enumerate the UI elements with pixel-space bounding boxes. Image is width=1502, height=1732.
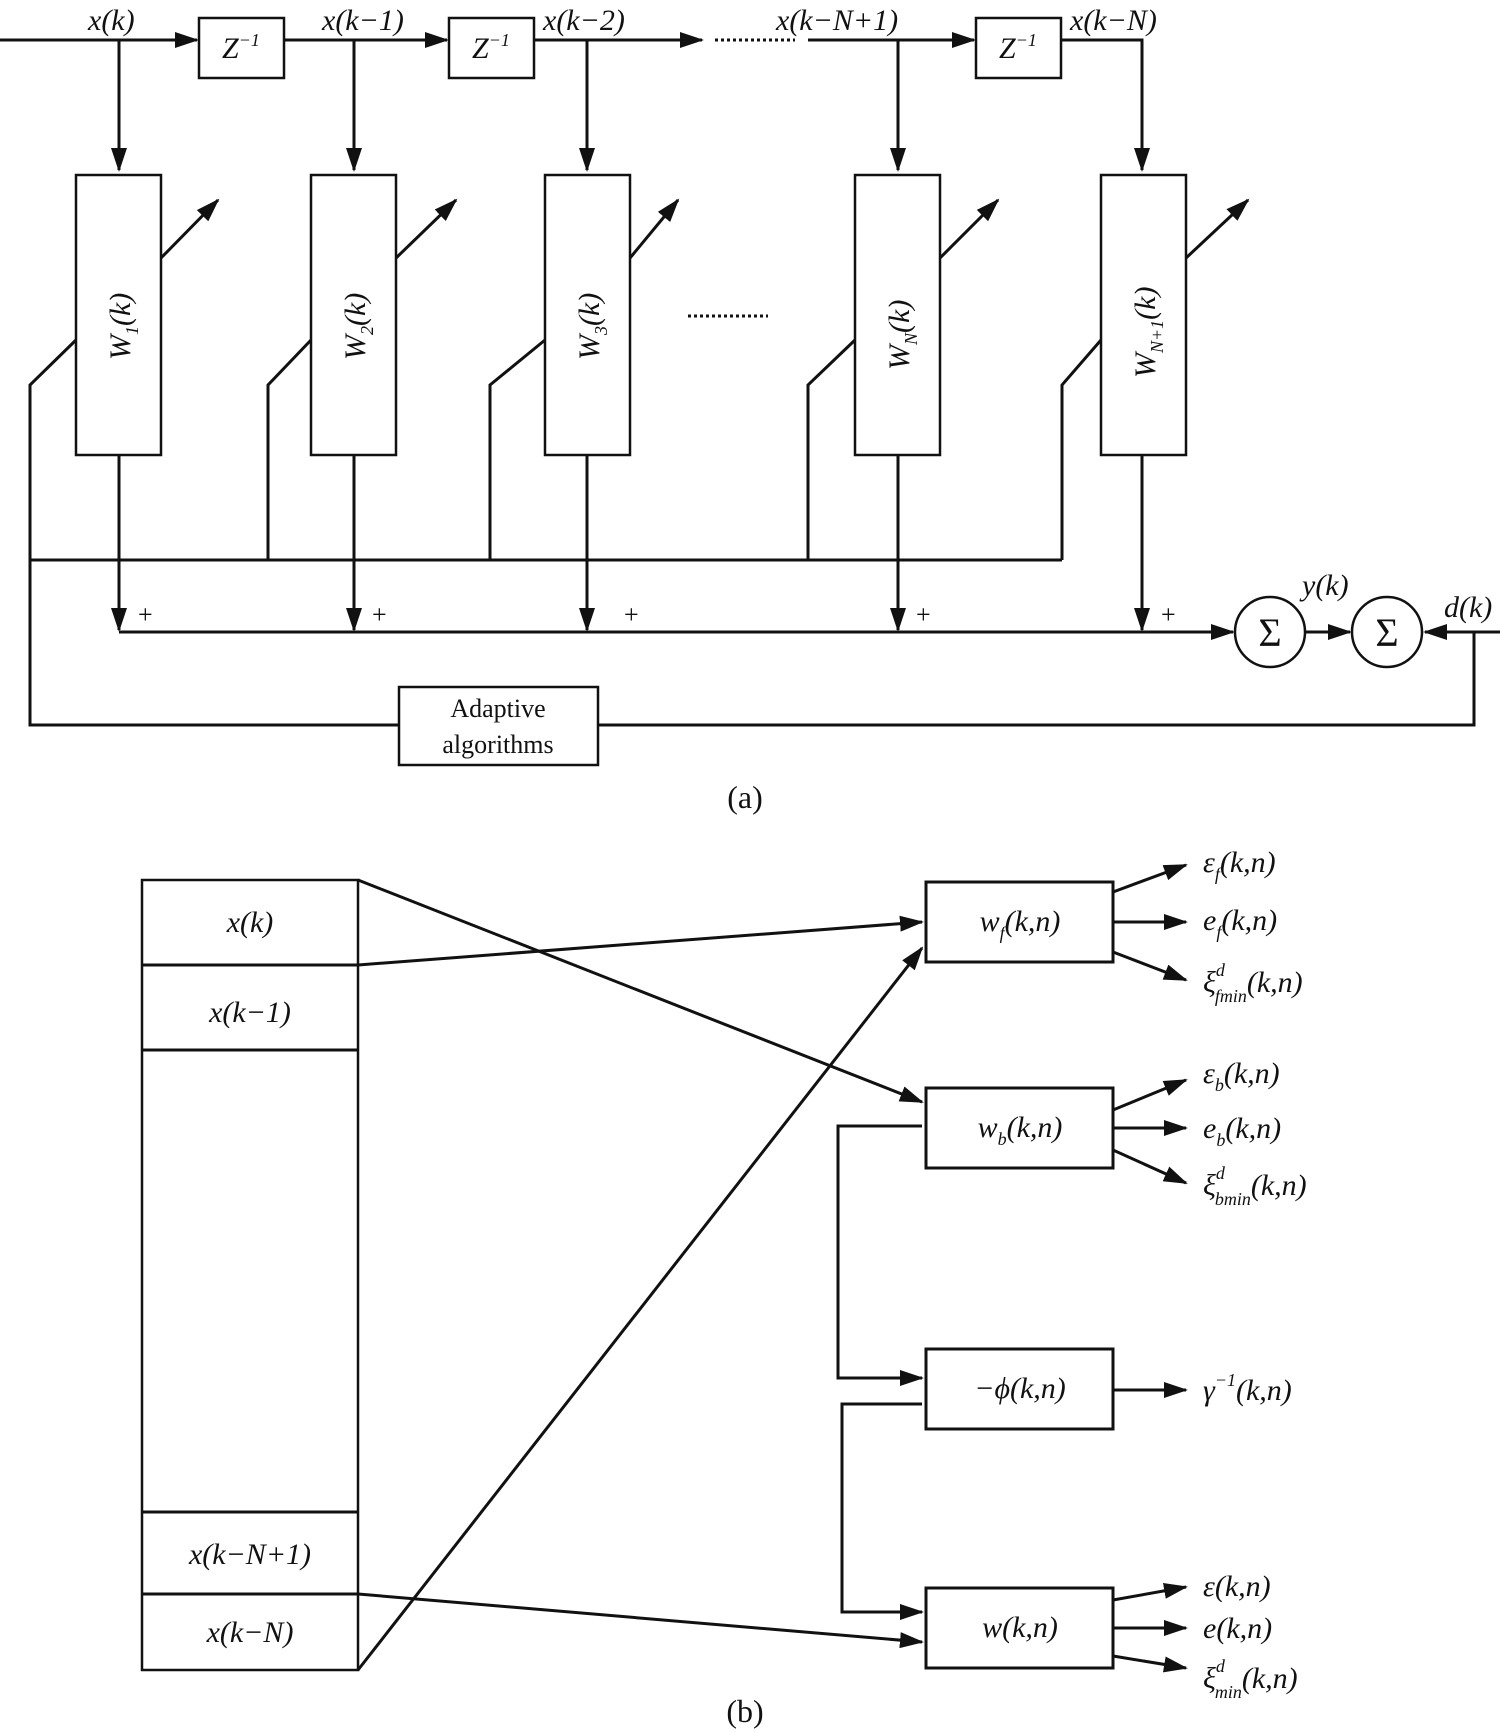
adaptive-label-line1: Adaptive bbox=[450, 694, 545, 723]
link-xkn-to-joint bbox=[357, 1592, 924, 1649]
weight-box-1 bbox=[74, 173, 163, 457]
register-cell-0: x(k) bbox=[226, 906, 274, 939]
adaptive-algorithms-box bbox=[397, 685, 600, 767]
forward-predictor-label: wf(k,n) bbox=[980, 905, 1061, 943]
feed-line-3 bbox=[488, 338, 546, 560]
adaptive-label-line2: algorithms bbox=[442, 730, 553, 759]
forward-out-arrow-1 bbox=[1112, 863, 1188, 894]
weight-label-n: WN(k) bbox=[883, 300, 921, 370]
part-a-transversal-filter: Z−1 Z−1 Z−1 x(k) x(k−1) x(k−2) x(k−N+1) … bbox=[0, 4, 1500, 815]
plus-1: + bbox=[138, 600, 153, 629]
weight-label-3: W3(k) bbox=[573, 293, 611, 360]
plus-2: + bbox=[372, 600, 387, 629]
register-cell-n: x(k−N) bbox=[206, 1616, 294, 1649]
delay-label-2: Z−1 bbox=[472, 30, 510, 65]
forward-out-e: ef(k,n) bbox=[1203, 904, 1277, 942]
feedback-loop bbox=[28, 560, 1476, 727]
adjust-arrow-1 bbox=[159, 198, 220, 260]
sum-symbol-1: Σ bbox=[1258, 610, 1281, 655]
weight-label-2: W2(k) bbox=[339, 293, 377, 360]
feed-line-n1 bbox=[1060, 339, 1103, 560]
bus-backward-phi bbox=[836, 1124, 924, 1386]
delay-label-3: Z−1 bbox=[999, 30, 1037, 65]
feed-line-1 bbox=[28, 338, 78, 560]
joint-out-arrow-1 bbox=[1112, 1582, 1188, 1602]
forward-out-arrow-3 bbox=[1112, 950, 1188, 982]
tap-label-0: x(k) bbox=[87, 4, 135, 37]
joint-process-label: w(k,n) bbox=[982, 1611, 1058, 1644]
sum-symbol-2: Σ bbox=[1375, 610, 1398, 655]
plus-n: + bbox=[916, 600, 931, 629]
backward-out-arrow-1 bbox=[1112, 1078, 1188, 1112]
joint-out-arrow-3 bbox=[1112, 1654, 1188, 1673]
register-cell-n1: x(k−N+1) bbox=[188, 1538, 311, 1571]
forward-out-epsilon: εf(k,n) bbox=[1203, 846, 1276, 884]
backward-out-epsilon: εb(k,n) bbox=[1203, 1057, 1280, 1095]
phi-label: −ϕ(k,n) bbox=[974, 1372, 1066, 1405]
weight-label-1: W1(k) bbox=[104, 293, 142, 360]
delay-box-3 bbox=[974, 16, 1063, 80]
desired-label: d(k) bbox=[1444, 591, 1492, 624]
sum-node-2 bbox=[1350, 595, 1424, 669]
adjust-arrow-2 bbox=[394, 198, 458, 260]
tap-label-1: x(k−1) bbox=[321, 4, 404, 37]
adjust-arrow-n bbox=[938, 198, 1000, 260]
weight-box-n bbox=[853, 173, 942, 457]
feed-line-2 bbox=[266, 338, 313, 560]
tap-label-2: x(k−2) bbox=[542, 4, 625, 37]
delay-label-1: Z−1 bbox=[222, 30, 260, 65]
delay-line-4 bbox=[1061, 38, 1150, 172]
forward-predictor-box bbox=[924, 880, 1115, 964]
plus-n1: + bbox=[1161, 600, 1176, 629]
backward-out-e: eb(k,n) bbox=[1203, 1112, 1281, 1150]
plus-3: + bbox=[624, 600, 639, 629]
tap-label-3: x(k−N+1) bbox=[775, 4, 898, 37]
weight-box-2 bbox=[309, 173, 398, 457]
phi-out-gamma: γ−1(k,n) bbox=[1203, 1370, 1292, 1407]
backward-out-arrow-3 bbox=[1112, 1148, 1188, 1185]
caption-a: (a) bbox=[727, 779, 763, 815]
register-cell-1: x(k−1) bbox=[208, 996, 291, 1029]
output-label: y(k) bbox=[1299, 569, 1349, 602]
tap-label-4: x(k−N) bbox=[1069, 4, 1157, 37]
joint-process-box bbox=[924, 1586, 1115, 1670]
register-column bbox=[140, 878, 360, 1672]
backward-predictor-label: wb(k,n) bbox=[978, 1111, 1063, 1149]
link-xkn-to-forward bbox=[356, 946, 924, 1671]
bus-phi-joint bbox=[840, 1402, 924, 1620]
delay-box-2 bbox=[447, 16, 536, 80]
feed-line-n bbox=[806, 338, 857, 560]
caption-b: (b) bbox=[726, 1693, 763, 1729]
phi-box bbox=[924, 1347, 1115, 1431]
delay-box-1 bbox=[197, 16, 286, 80]
adjust-arrow-n1 bbox=[1184, 198, 1250, 260]
weight-box-n1 bbox=[1099, 173, 1188, 457]
adjust-arrow-3 bbox=[628, 198, 680, 259]
link-xk-to-forward bbox=[357, 915, 924, 967]
backward-predictor-box bbox=[924, 1086, 1115, 1170]
weight-label-n1: WN+1(k) bbox=[1129, 287, 1167, 378]
link-xk-to-backward bbox=[357, 878, 924, 1104]
part-b-lattice-structure: x(k) x(k−1) x(k−N+1) x(k−N) wf(k,n) wb(k… bbox=[140, 846, 1307, 1729]
joint-out-e: e(k,n) bbox=[1203, 1612, 1272, 1645]
joint-out-epsilon: ε(k,n) bbox=[1203, 1570, 1271, 1603]
